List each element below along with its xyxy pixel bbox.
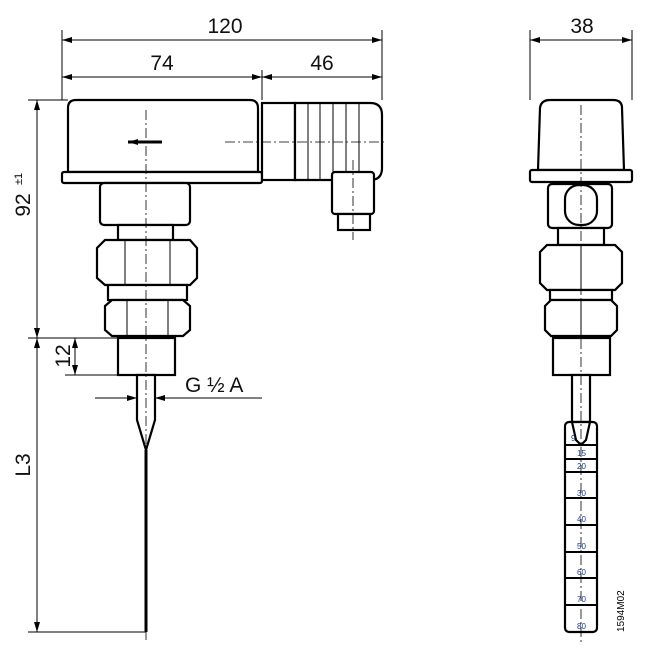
dim-height: 92	[12, 193, 35, 216]
scale-label: 20	[577, 462, 586, 471]
dim-probe-length: L3	[12, 453, 35, 476]
scale-label: 50	[577, 542, 586, 551]
dim-overall-width: 120	[207, 15, 242, 38]
scale-label: 40	[577, 515, 586, 524]
scale-label: 60	[577, 568, 586, 577]
dim-height-tolerance: ±1	[13, 173, 25, 185]
dimension-lines	[28, 30, 633, 633]
dim-side-width: 38	[570, 15, 593, 38]
dim-fitting-length: 12	[52, 344, 75, 367]
front-view	[60, 98, 385, 640]
drawing-id: 1594M02	[616, 590, 627, 632]
side-view: 9 15 20 30 40 50 60 70 80	[528, 98, 634, 645]
scale-label: 15	[577, 449, 586, 458]
scale-label: 30	[577, 489, 586, 498]
scale-label: 9	[571, 434, 576, 443]
dim-thread: G ½ A	[185, 374, 243, 397]
dim-connector-width: 46	[310, 52, 333, 75]
dim-housing-width: 74	[150, 52, 174, 75]
scale-label: 70	[577, 595, 586, 604]
scale-label: 80	[577, 622, 586, 631]
